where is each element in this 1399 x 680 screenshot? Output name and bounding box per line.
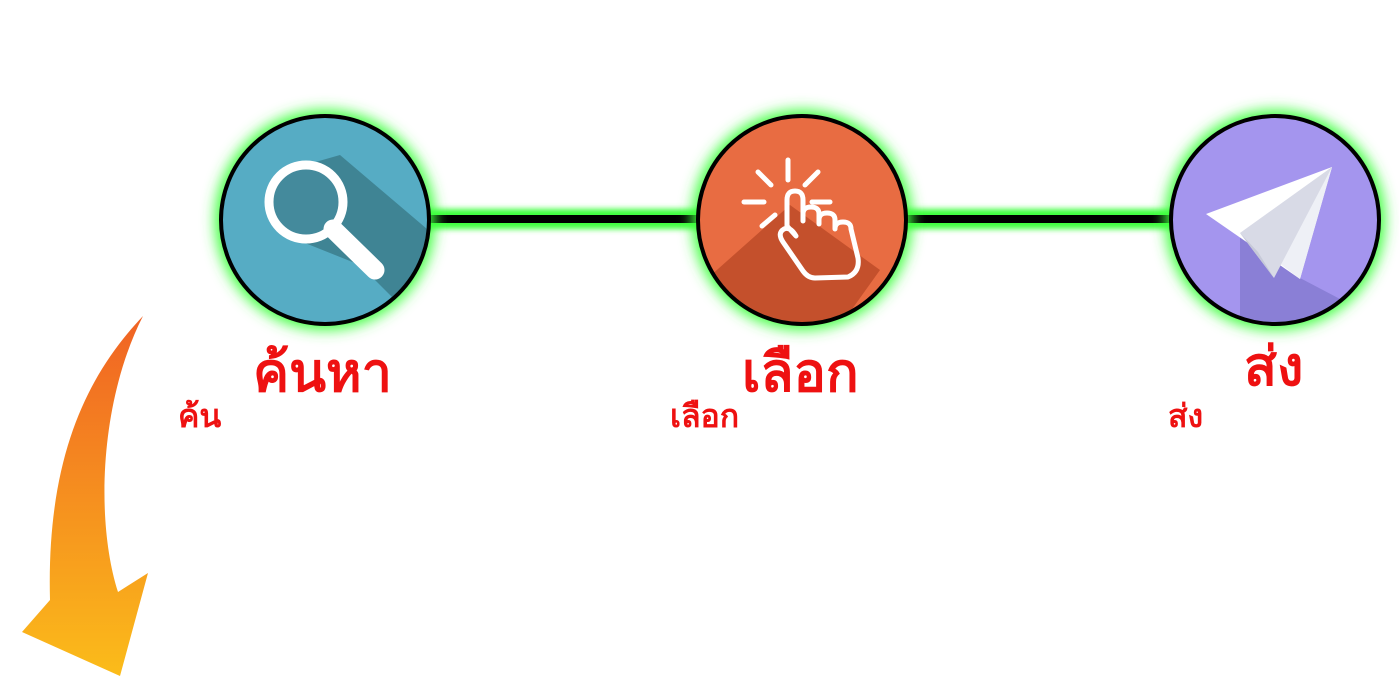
connector-line-1	[425, 209, 705, 229]
step-search-title: ค้นหา	[253, 341, 392, 404]
connector-line-2	[900, 209, 1180, 229]
step-select-title: เลือก	[742, 341, 859, 404]
curved-down-arrow-icon	[22, 316, 148, 676]
step-send-caption: ส่ง	[1168, 397, 1204, 435]
step-search-caption: ค้น	[178, 397, 222, 435]
paper-plane-icon	[1206, 167, 1332, 279]
magnifier-icon	[264, 160, 385, 280]
step-select-caption: เลือก	[670, 397, 740, 435]
step-search-node	[215, 110, 435, 330]
step-send-node	[1165, 110, 1385, 330]
tap-hand-icon	[741, 157, 861, 281]
step-send-title: ส่ง	[1244, 335, 1304, 398]
step-select-node	[692, 110, 912, 330]
